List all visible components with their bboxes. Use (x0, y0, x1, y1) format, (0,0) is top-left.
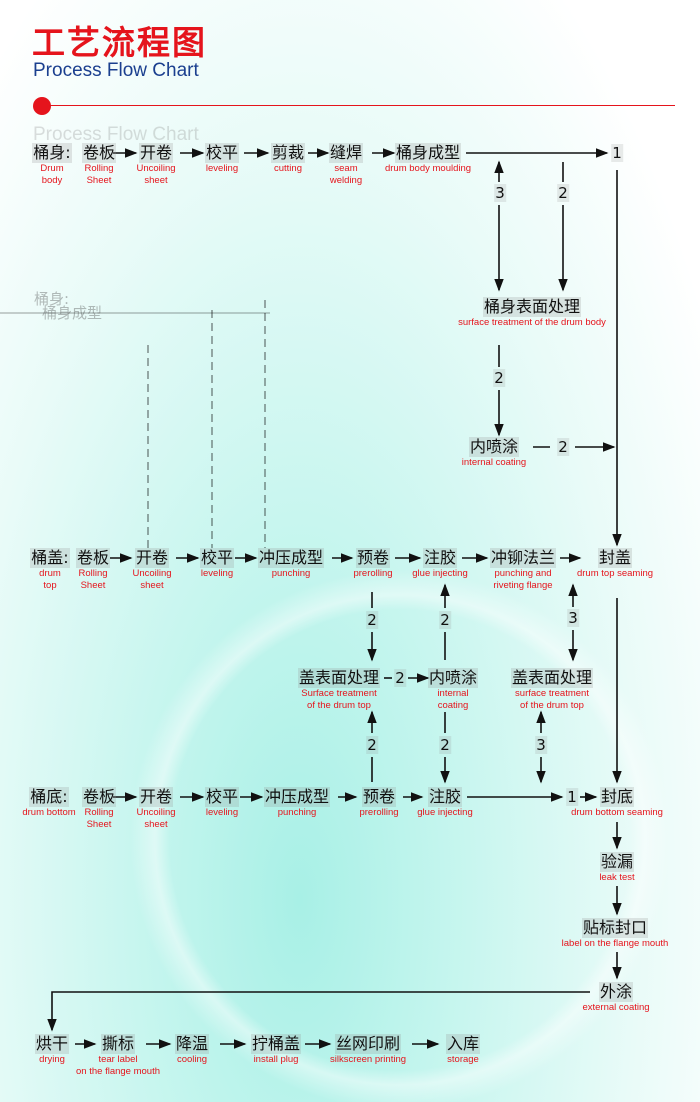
connector-label: 1 (611, 144, 623, 162)
connector-label: 2 (439, 736, 451, 754)
connector-label: 1 (566, 788, 578, 806)
connector-label: 2 (366, 736, 378, 754)
connector-label: 2 (493, 369, 505, 387)
connector-label: 2 (557, 184, 569, 202)
page-title: 工艺流程图 (32, 23, 207, 62)
ghost-row-text: 桶身成型 (42, 304, 103, 322)
title-bullet (33, 97, 51, 115)
connector-label: 3 (494, 184, 506, 202)
connector-label: 2 (394, 669, 406, 687)
connector-label: 3 (535, 736, 547, 754)
title-divider (50, 105, 675, 106)
connector-label: 2 (439, 611, 451, 629)
page-subtitle: Process Flow Chart (33, 60, 199, 81)
ghost-subtitle: Process Flow Chart (33, 124, 199, 145)
ghost-row-text: 桶身: (34, 290, 70, 308)
connector-label: 2 (557, 438, 569, 456)
connector-label: 3 (567, 609, 579, 627)
connector-label: 2 (366, 611, 378, 629)
